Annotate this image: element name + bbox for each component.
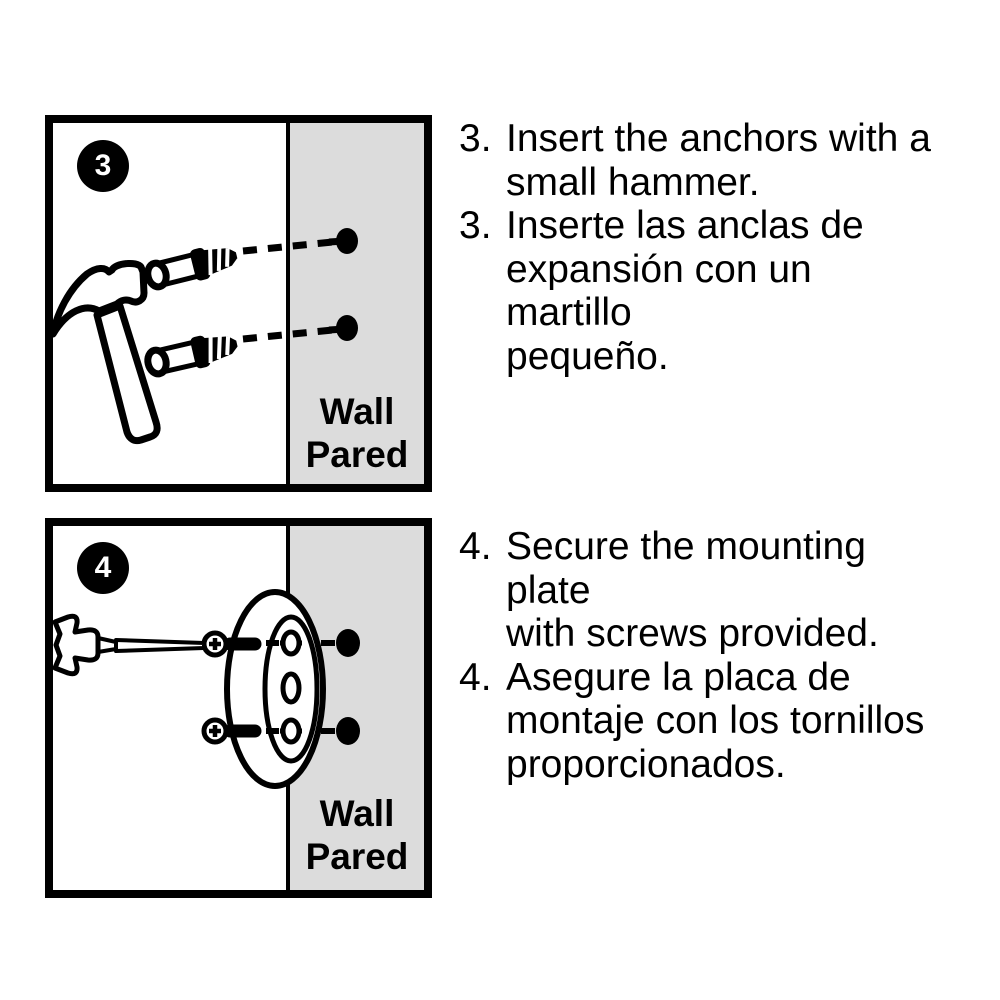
wall-label-en: Wall (319, 793, 395, 834)
step-line: proporcionados. (506, 742, 786, 786)
step-line: Insert the anchors with a (506, 117, 931, 160)
step-line: Inserte las anclas de (506, 204, 864, 247)
hammer-icon (53, 259, 161, 445)
step-line: Asegure la placa de (506, 655, 851, 699)
plate-center-hole (280, 671, 302, 705)
wall-label-es: Pared (305, 836, 409, 877)
screwdriver-icon (53, 613, 206, 677)
step-number: 4. (459, 655, 492, 699)
wall-label: Wall Pared (290, 792, 424, 878)
panel-step-3: 3 Wall Pared (45, 115, 432, 492)
wall-anchor-top-icon (144, 247, 238, 291)
step-3-es: 3. Inserte las anclas de expansión con u… (459, 204, 944, 378)
step-4-en: 4. Secure the mounting plate with screws… (459, 525, 944, 656)
panel-step-4: 4 Wall Pared (45, 518, 432, 898)
step-line: with screws provided. (506, 612, 879, 655)
dashed-guide-line (242, 238, 334, 343)
step-number: 3. (459, 204, 492, 247)
step-number: 4. (459, 525, 492, 568)
step-3-en: 3. Insert the anchors with a small hamme… (459, 117, 944, 204)
step-line: montaje con los tornillos (506, 699, 925, 742)
step-number: 3. (459, 117, 492, 160)
step-3-text-block: 3. Insert the anchors with a small hamme… (459, 117, 944, 378)
step-line: pequeño. (506, 334, 669, 378)
step-line: Secure the mounting plate (506, 525, 866, 612)
wall-label-en: Wall (319, 391, 395, 432)
step-3-illustration (53, 123, 424, 484)
step-badge-3: 3 (77, 140, 129, 192)
wall-hole-icon (328, 228, 358, 341)
step-line: expansión con un martillo (506, 247, 812, 335)
step-badge-4: 4 (77, 542, 129, 594)
wall-anchor-bottom-icon (144, 335, 238, 378)
wall-section (286, 123, 424, 484)
wall-label: Wall Pared (290, 390, 424, 476)
wall-hole-icon (336, 629, 360, 745)
step-4-illustration (53, 526, 424, 890)
wall-label-es: Pared (305, 434, 409, 475)
mounting-plate-icon (224, 589, 326, 789)
step-line: small hammer. (506, 160, 760, 204)
step-4-es: 4. Asegure la placa de montaje con los t… (459, 656, 944, 787)
step-4-text-block: 4. Secure the mounting plate with screws… (459, 525, 944, 786)
screw-bottom-icon (201, 717, 262, 745)
dashed-guide-line (266, 640, 335, 734)
